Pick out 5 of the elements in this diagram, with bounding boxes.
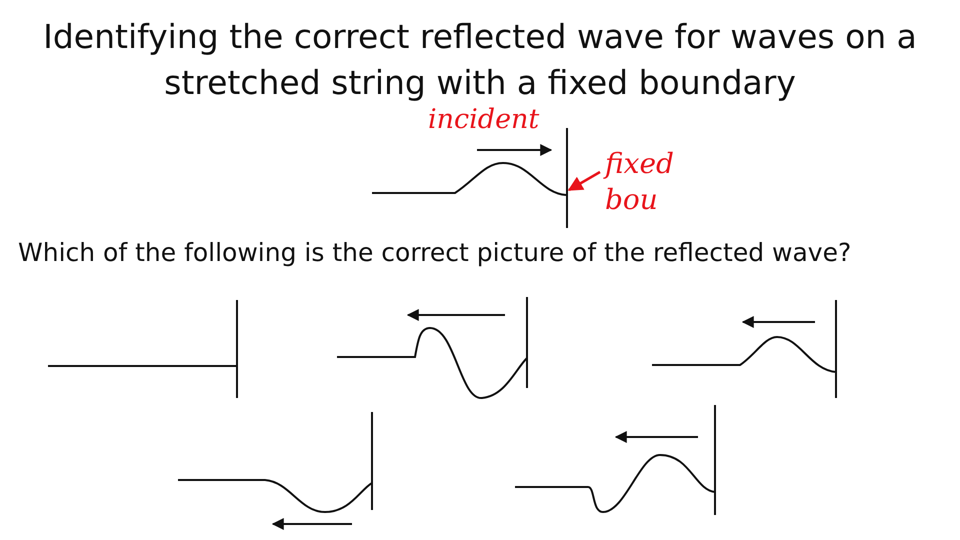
question-text: Which of the following is the correct picture of the reflected wave? <box>18 238 852 267</box>
annotation: fixed bou <box>605 146 693 218</box>
annotation: incident <box>428 104 540 135</box>
title: Identifying the correct reflected wave for waves on a stretched string with a fixed boundary <box>42 16 918 104</box>
leader-arrow <box>568 170 601 192</box>
